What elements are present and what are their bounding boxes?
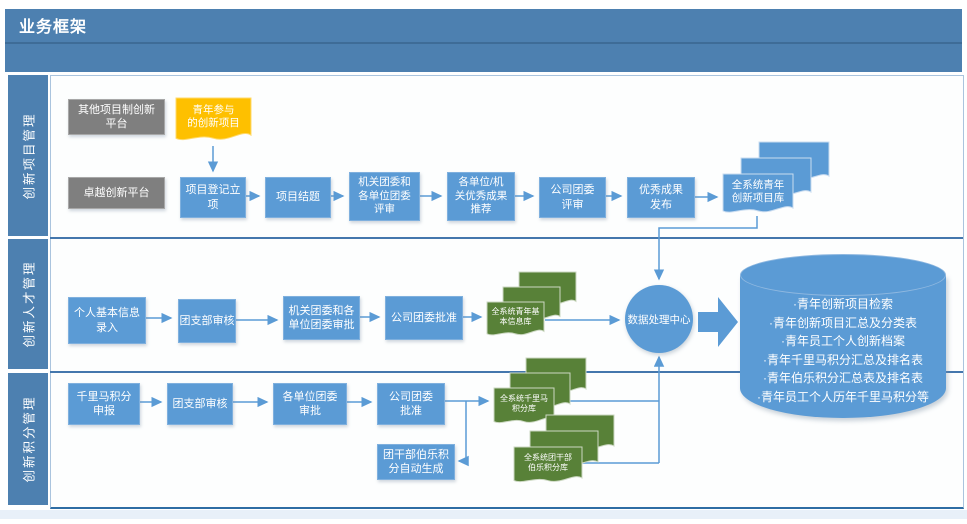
node-achievement-recommend: 各单位/机 关优秀成果 推荐	[447, 172, 515, 221]
node-company-review: 公司团委 评审	[539, 177, 606, 218]
lane-label-talent-mgmt: 创新人才管理	[8, 239, 48, 369]
database-output-list: ·青年创新项目检索 ·青年创新项目汇总及分类表 ·青年员工个人创新档案 ·青年千…	[740, 295, 946, 406]
page-title: 业务框架	[19, 19, 88, 36]
line-company-to-bole-auto	[457, 401, 469, 467]
doc-youth-projects: 青年参与 的创新项目	[176, 98, 251, 146]
doc-stack-bole-repo: 全系统团干部 伯乐积分库	[514, 415, 614, 487]
node-branch-review-talent: 团支部审核	[178, 299, 236, 343]
node-committee-review: 机关团委和 各单位团委 评审	[349, 172, 420, 221]
node-achievement-publish: 优秀成果 发布	[627, 177, 695, 218]
node-branch-review-points: 团支部审核	[167, 383, 233, 425]
doc-stack-project-repo-label: 全系统青年 创新项目库	[731, 178, 785, 204]
node-other-platform: 其他项目制创新 平台	[68, 99, 165, 135]
header-divider	[5, 42, 962, 44]
db-line: ·青年员工个人历年千里马积分等	[757, 389, 929, 404]
doc-stack-basic-info-label: 全系统青年基 本信息库	[491, 306, 540, 326]
lane-divider-2	[50, 371, 963, 373]
lane-divider-1	[50, 237, 963, 239]
node-committee-approve: 机关团委和各 单位团委审批	[283, 296, 360, 340]
db-line: ·青年员工个人创新档案	[781, 334, 905, 348]
output-database-cylinder: ·青年创新项目检索 ·青年创新项目汇总及分类表 ·青年员工个人创新档案 ·青年千…	[740, 254, 946, 418]
db-line: ·青年伯乐积分汇总表及排名表	[763, 371, 923, 385]
node-qianlima-declare: 千里马积分 申报	[68, 383, 140, 425]
lane-label-points-mgmt: 创新积分管理	[8, 373, 48, 505]
cylinder-top	[740, 254, 946, 296]
db-line: ·青年创新项目检索	[793, 297, 893, 311]
db-line: ·青年千里马积分汇总及排名表	[763, 352, 923, 367]
doc-youth-projects-label: 青年参与 的创新项目	[187, 103, 240, 129]
doc-stack-bole-label: 全系统团干部 伯乐积分库	[524, 452, 572, 472]
node-company-approve-talent: 公司团委批准	[385, 296, 463, 340]
document-shape	[176, 98, 251, 146]
node-unit-approve: 各单位团委 审批	[273, 383, 347, 425]
data-hub-circle: 数据处理中心	[625, 285, 693, 353]
db-line: ·青年创新项目汇总及分类表	[769, 315, 917, 330]
lane-label-project-mgmt: 创新项目管理	[8, 75, 48, 236]
node-project-conclude: 项目结题	[265, 177, 331, 218]
node-project-register: 项目登记立 项	[180, 177, 246, 218]
doc-stack-qianlima-repo: 全系统千里马 积分库	[494, 358, 586, 428]
doc-stack-project-repo: 全系统青年 创新项目库	[723, 142, 829, 218]
header-bar: 业务框架	[5, 9, 962, 72]
cylinder-body	[740, 275, 946, 418]
line-project-repo-to-hub	[653, 216, 758, 281]
doc-stack-qianlima-label: 全系统千里马 积分库	[500, 393, 548, 413]
node-excellence-platform: 卓越创新平台	[68, 177, 165, 209]
footer-strip	[0, 510, 967, 519]
node-info-entry: 个人基本信息 录入	[68, 297, 146, 344]
node-bole-auto-generate: 团干部伯乐积 分自动生成	[377, 444, 455, 480]
doc-stack-basic-info-repo: 全系统青年基 本信息库	[487, 272, 576, 340]
node-company-approve-points: 公司团委 批准	[377, 383, 445, 425]
